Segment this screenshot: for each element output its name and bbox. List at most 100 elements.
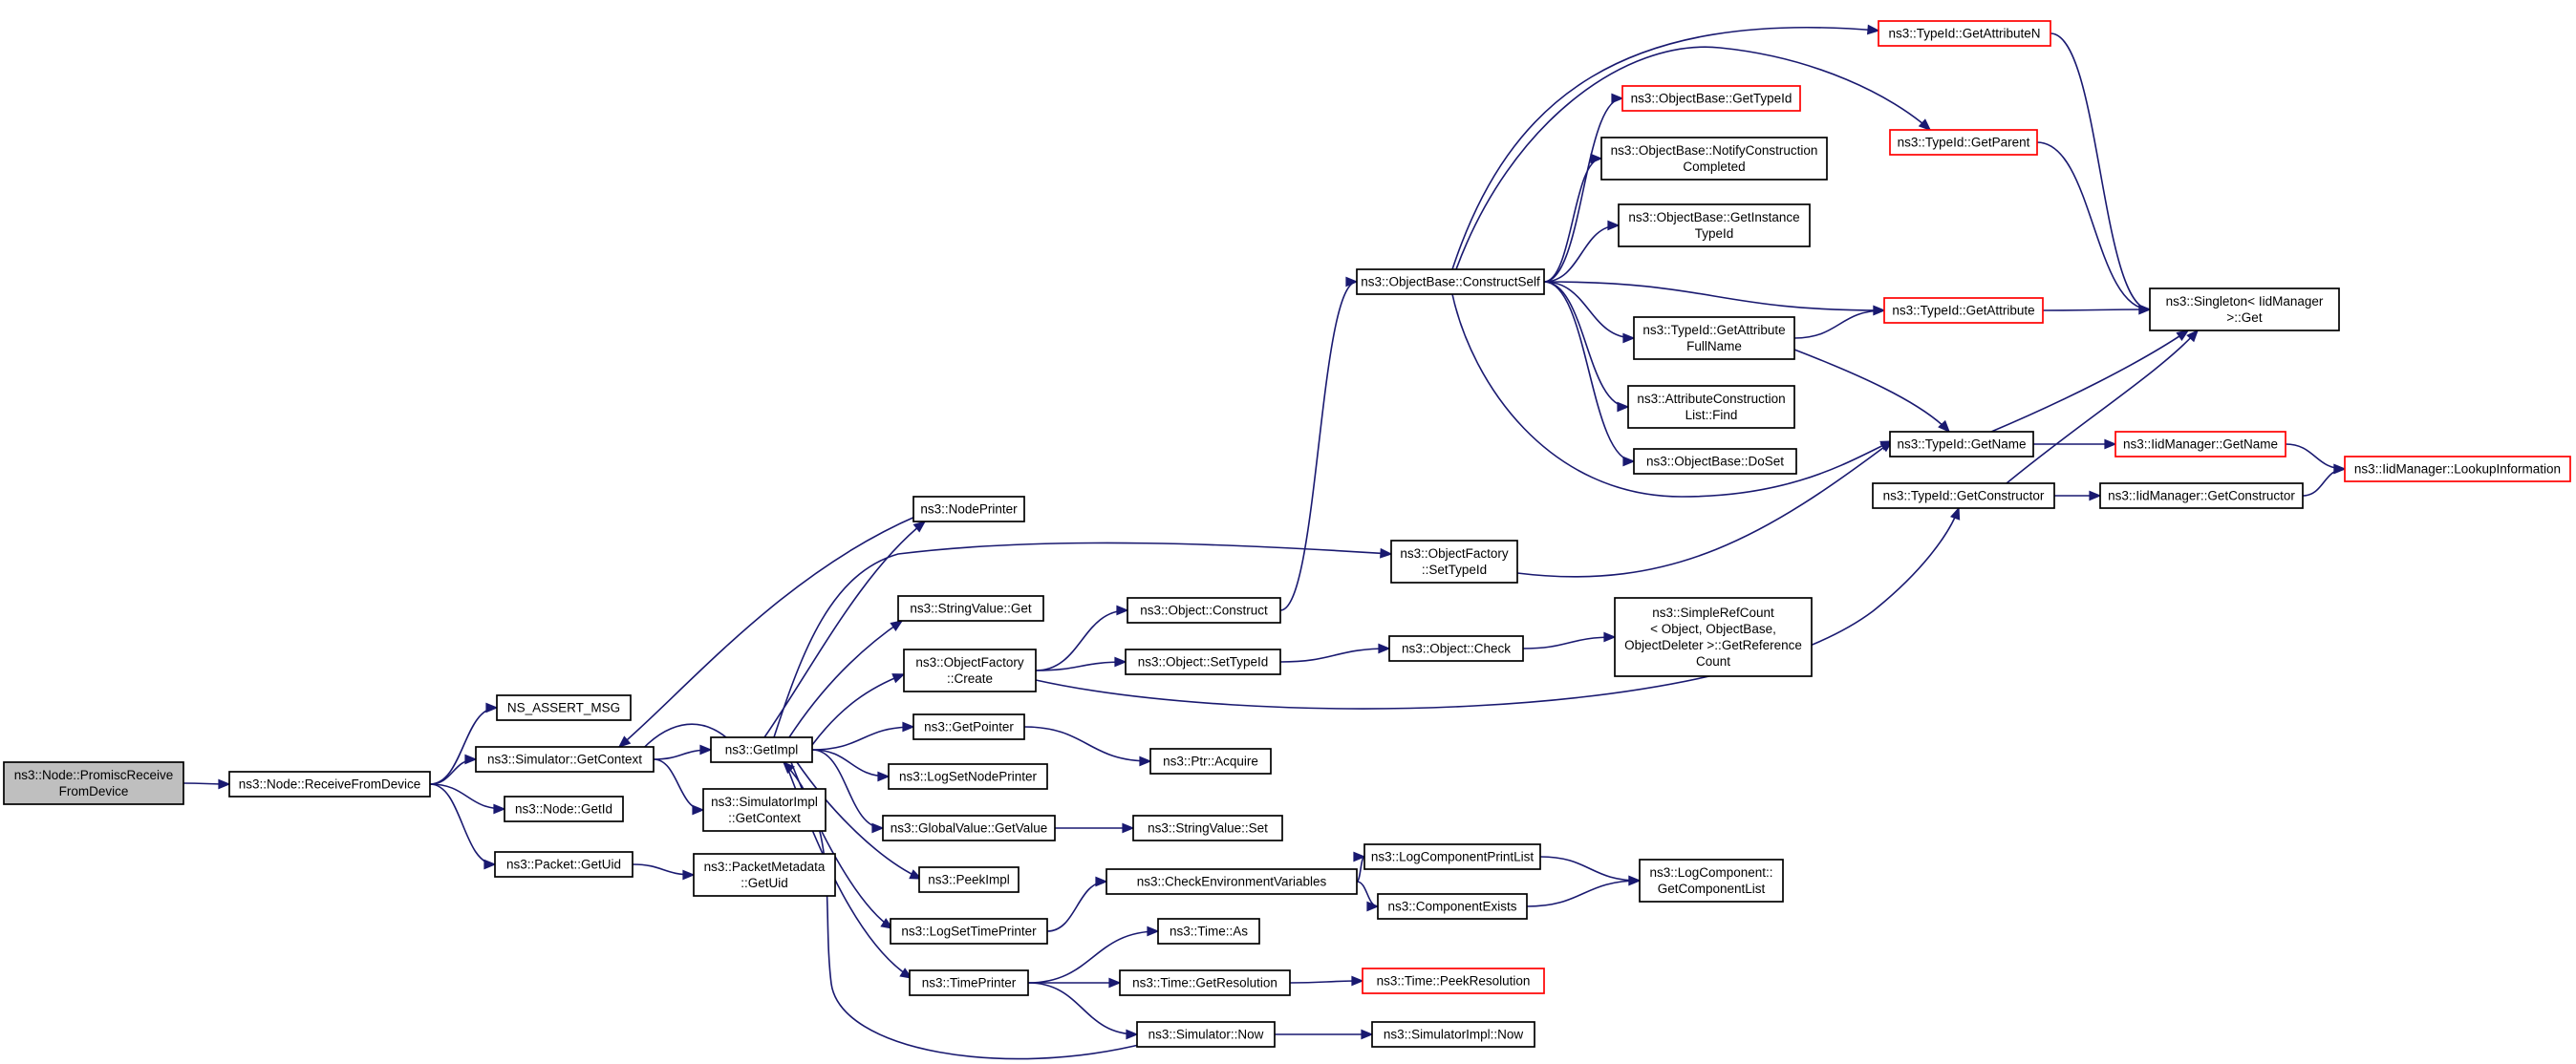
node-rfd[interactable]: ns3::Node::ReceiveFromDevice bbox=[228, 771, 431, 798]
node-of_create[interactable]: ns3::ObjectFactory::Create bbox=[903, 649, 1037, 692]
arrowhead-constructself-to-tid_getattrfull bbox=[1622, 332, 1636, 344]
node-label: ::GetContext bbox=[728, 811, 801, 825]
node-getcontext[interactable]: ns3::Simulator::GetContext bbox=[475, 746, 655, 773]
node-time_peekres[interactable]: ns3::Time::PeekResolution bbox=[1362, 968, 1545, 994]
edge-iid_getconstructor-to-iid_lookup bbox=[2302, 468, 2346, 497]
node-box bbox=[1149, 748, 1272, 775]
node-lcprintlist[interactable]: ns3::LogComponentPrintList bbox=[1363, 843, 1541, 870]
arrowhead-timeprinter-to-time_as bbox=[1147, 926, 1160, 937]
node-ptr_acquire[interactable]: ns3::Ptr::Acquire bbox=[1149, 748, 1272, 775]
node-lc_getlist[interactable]: ns3::LogComponent::GetComponentList bbox=[1639, 859, 1784, 903]
edge-timeprinter-to-time_as bbox=[1027, 930, 1159, 984]
node-label: FromDevice bbox=[59, 784, 129, 798]
node-iid_getconstructor[interactable]: ns3::IidManager::GetConstructor bbox=[2099, 482, 2304, 509]
arrowhead-iid_getconstructor-to-iid_lookup bbox=[2333, 463, 2347, 475]
node-tid_getname[interactable]: ns3::TypeId::GetName bbox=[1889, 431, 2034, 458]
node-tid_getconstructor[interactable]: ns3::TypeId::GetConstructor bbox=[1872, 482, 2055, 509]
node-label: List::Find bbox=[1685, 408, 1738, 422]
node-box bbox=[2149, 287, 2340, 331]
node-simimpl_getcontext[interactable]: ns3::SimulatorImpl::GetContext bbox=[702, 788, 826, 832]
node-label: ns3::PacketMetadata bbox=[704, 860, 826, 874]
node-label: ns3::TypeId::GetAttributeN bbox=[1888, 27, 2040, 41]
edge-of_create-to-tid_getconstructor bbox=[1035, 507, 1960, 710]
arrowhead-of_create-to-obj_construct bbox=[1116, 605, 1129, 616]
node-of_settypeid[interactable]: ns3::ObjectFactory::SetTypeId bbox=[1390, 540, 1518, 584]
arrowhead-getimpl-to-peekimpl bbox=[909, 869, 923, 880]
node-box bbox=[228, 771, 431, 798]
node-label: FullName bbox=[1686, 339, 1742, 353]
node-obj_settypeid[interactable]: ns3::Object::SetTypeId bbox=[1125, 649, 1281, 675]
node-compexists[interactable]: ns3::ComponentExists bbox=[1377, 893, 1528, 920]
node-nodeprinter[interactable]: ns3::NodePrinter bbox=[912, 496, 1025, 522]
node-iid_getname[interactable]: ns3::IidManager::GetName bbox=[2114, 431, 2286, 458]
arrowhead-obj_check-to-simplerefcount bbox=[1603, 631, 1617, 643]
node-label: ns3::Singleton< IidManager bbox=[2166, 294, 2324, 309]
edge-tid_getname-to-singleton_get bbox=[1990, 330, 2189, 433]
node-tid_getattr[interactable]: ns3::TypeId::GetAttribute bbox=[1883, 297, 2044, 324]
node-pm_getuid[interactable]: ns3::PacketMetadata::GetUid bbox=[693, 853, 836, 897]
node-box bbox=[1883, 297, 2044, 324]
node-obj_check[interactable]: ns3::Object::Check bbox=[1388, 635, 1524, 662]
node-ob_gettypeid[interactable]: ns3::ObjectBase::GetTypeId bbox=[1621, 85, 1801, 112]
node-label: ns3::SimulatorImpl bbox=[711, 795, 818, 809]
node-iid_lookup[interactable]: ns3::IidManager::LookupInformation bbox=[2344, 456, 2571, 482]
node-box bbox=[1388, 635, 1524, 662]
arrowhead-checkenv-to-lcprintlist bbox=[1353, 851, 1366, 862]
node-gv_getvalue[interactable]: ns3::GlobalValue::GetValue bbox=[882, 815, 1056, 841]
node-box bbox=[1136, 1021, 1276, 1048]
arrowhead-tid_getattr-to-singleton_get bbox=[2138, 304, 2152, 315]
edge-getimpl-to-of_settypeid bbox=[773, 542, 1392, 738]
node-label: ns3::Time::GetResolution bbox=[1132, 976, 1277, 990]
node-time_as[interactable]: ns3::Time::As bbox=[1157, 918, 1260, 945]
node-label: ns3::GetPointer bbox=[924, 720, 1014, 734]
node-time_getres[interactable]: ns3::Time::GetResolution bbox=[1119, 969, 1291, 996]
edge-getimpl-to-logsettimeprinter bbox=[790, 761, 893, 929]
node-simimpl_now[interactable]: ns3::SimulatorImpl::Now bbox=[1371, 1021, 1535, 1048]
node-assert[interactable]: NS_ASSERT_MSG bbox=[496, 694, 632, 721]
node-obj_construct[interactable]: ns3::Object::Construct bbox=[1127, 597, 1281, 624]
node-sv_get[interactable]: ns3::StringValue::Get bbox=[897, 595, 1044, 622]
edge-getimpl-to-of_create bbox=[811, 673, 905, 746]
edge-nodeprinter-to-getcontext bbox=[618, 515, 918, 748]
edge-logsettimeprinter-to-checkenv bbox=[1046, 881, 1107, 932]
node-constructself[interactable]: ns3::ObjectBase::ConstructSelf bbox=[1356, 268, 1545, 295]
arrowhead-timeprinter-to-sim_now bbox=[1126, 1029, 1139, 1040]
node-box bbox=[1614, 597, 1813, 677]
node-getpointer[interactable]: ns3::GetPointer bbox=[912, 713, 1025, 740]
node-checkenv[interactable]: ns3::CheckEnvironmentVariables bbox=[1106, 868, 1358, 895]
node-label: ::SetTypeId bbox=[1422, 563, 1487, 577]
node-singleton_get[interactable]: ns3::Singleton< IidManager>::Get bbox=[2149, 287, 2340, 331]
node-peekimpl[interactable]: ns3::PeekImpl bbox=[918, 866, 1020, 893]
node-sim_now[interactable]: ns3::Simulator::Now bbox=[1136, 1021, 1276, 1048]
node-tid_getattrn[interactable]: ns3::TypeId::GetAttributeN bbox=[1878, 20, 2051, 47]
node-getimpl[interactable]: ns3::GetImpl bbox=[710, 736, 813, 763]
node-simplerefcount[interactable]: ns3::SimpleRefCount< Object, ObjectBase,… bbox=[1614, 597, 1813, 677]
arrowhead-constructself-to-tid_getattrn bbox=[1866, 24, 1880, 35]
node-sv_set[interactable]: ns3::StringValue::Set bbox=[1132, 815, 1283, 841]
node-getuid[interactable]: ns3::Packet::GetUid bbox=[494, 851, 633, 878]
node-box bbox=[1889, 431, 2034, 458]
node-box bbox=[1618, 203, 1811, 247]
node-label: ns3::StringValue::Set bbox=[1148, 821, 1268, 836]
node-ob_notify[interactable]: ns3::ObjectBase::NotifyConstructionCompl… bbox=[1600, 137, 1828, 181]
node-label: ns3::AttributeConstruction bbox=[1637, 392, 1785, 406]
edge-constructself-to-tid_getattr bbox=[1543, 281, 1885, 311]
node-label: ns3::SimpleRefCount bbox=[1652, 606, 1774, 620]
node-logsetnodeprinter[interactable]: ns3::LogSetNodePrinter bbox=[888, 763, 1048, 790]
node-ob_doset[interactable]: ns3::ObjectBase::DoSet bbox=[1633, 448, 1797, 475]
node-label: ::GetUid bbox=[741, 876, 788, 890]
edge-lcprintlist-to-lc_getlist bbox=[1539, 856, 1641, 882]
node-logsettimeprinter[interactable]: ns3::LogSetTimePrinter bbox=[890, 918, 1048, 945]
node-box bbox=[912, 713, 1025, 740]
node-tid_getparent[interactable]: ns3::TypeId::GetParent bbox=[1889, 129, 2038, 156]
arrowhead-obj_construct-to-constructself bbox=[1345, 276, 1359, 287]
node-getid[interactable]: ns3::Node::GetId bbox=[504, 796, 624, 822]
node-box bbox=[693, 853, 836, 897]
node-timeprinter[interactable]: ns3::TimePrinter bbox=[909, 969, 1029, 996]
